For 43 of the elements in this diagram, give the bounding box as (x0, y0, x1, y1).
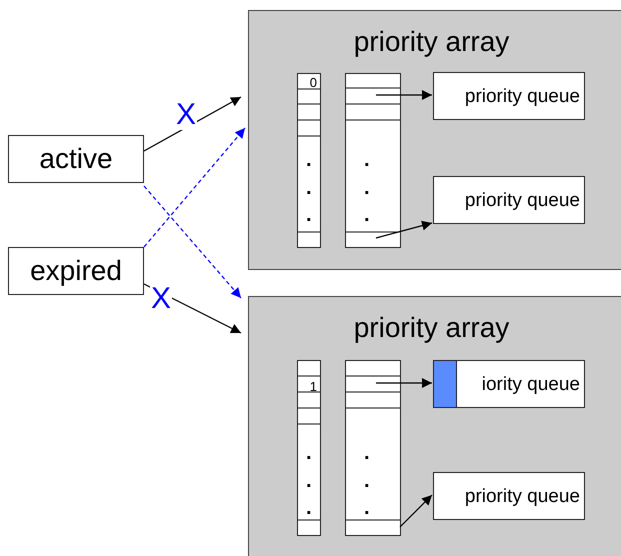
ellipsis-dot: . (306, 471, 312, 491)
ellipsis-dot: . (306, 443, 312, 463)
ellipsis-dot: . (306, 205, 312, 225)
arrow (144, 283, 242, 334)
panel-title: priority array (352, 28, 510, 56)
ellipsis-dot: . (306, 498, 312, 518)
ellipsis-dot: . (364, 443, 370, 463)
priority-array-panel (248, 10, 621, 270)
ellipsis-dot: . (364, 498, 370, 518)
arrow (144, 128, 246, 248)
queue-box (433, 472, 585, 520)
state-label: expired (29, 257, 123, 285)
bit-value: 0 (310, 76, 317, 89)
bitmap-column (297, 360, 321, 536)
edge-label: X (175, 100, 198, 130)
state-label: active (38, 145, 114, 173)
queue-box (433, 72, 585, 120)
queue-label: priority queue (464, 487, 580, 506)
ellipsis-dot: . (364, 471, 370, 491)
arrow (144, 186, 242, 298)
queue-box (433, 360, 585, 408)
pointer-array-column (345, 73, 401, 248)
ellipsis-dot: . (306, 178, 312, 198)
queue-label: iority queue (482, 375, 580, 394)
bitmap-column (297, 73, 321, 248)
panel-title: priority array (352, 314, 510, 342)
queue-label: priority queue (464, 191, 580, 210)
ellipsis-dot: . (306, 150, 312, 170)
arrow (376, 90, 432, 100)
priority-array-panel (248, 296, 621, 556)
ellipsis-dot: . (364, 178, 370, 198)
arrow (144, 96, 242, 152)
queue-box (433, 176, 585, 224)
queue-label: priority queue (464, 87, 580, 106)
arrow (376, 378, 432, 388)
pointer-array-column (345, 360, 401, 536)
state-box (8, 247, 144, 295)
arrow (400, 494, 432, 528)
state-box (8, 135, 144, 183)
ellipsis-dot: . (364, 150, 370, 170)
ellipsis-dot: . (364, 205, 370, 225)
arrow (376, 220, 432, 239)
bit-value: 1 (310, 380, 317, 393)
